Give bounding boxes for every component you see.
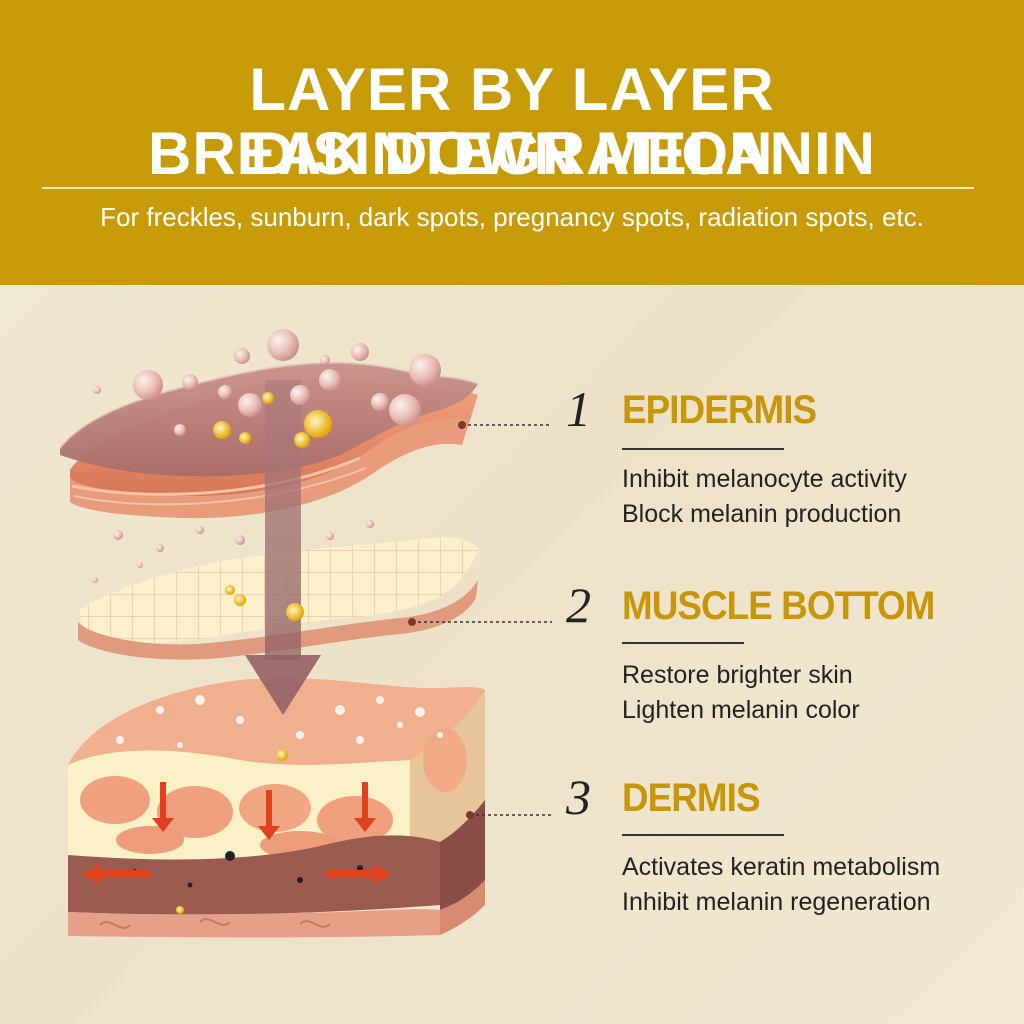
title-line-1: LAYER BY LAYER DISINTEGRATION (249, 56, 775, 187)
layer-2-line-2: Lighten melanin color (622, 696, 860, 724)
layer-1-line-2: Block melanin production (622, 500, 902, 528)
layer-3-line-2: Inhibit melanin regeneration (622, 888, 931, 916)
banner-divider (42, 187, 974, 189)
layer-1-line-1: Inhibit melanocyte activity (622, 465, 907, 493)
layer-2-description: Restore brighter skin Lighten melanin co… (622, 658, 860, 728)
down-arrow-icon (152, 782, 376, 840)
banner-subtitle: For freckles, sunburn, dark spots, pregn… (100, 202, 924, 232)
layer-1-heading: EPIDERMIS (622, 388, 817, 432)
layer-1-underline (622, 448, 784, 450)
layer-1-number: 1 (566, 381, 591, 437)
layer-2-underline (622, 642, 744, 644)
header-banner: LAYER BY LAYER DISINTEGRATION BREAK DOWN… (0, 0, 1024, 285)
layer-2-heading: MUSCLE BOTTOM (622, 584, 935, 628)
title-line-2: BREAK DOWN MELANIN (148, 120, 876, 187)
layer-3-heading: DERMIS (622, 776, 761, 820)
layer-2-line-1: Restore brighter skin (622, 661, 853, 689)
down-arrow-icon (245, 380, 321, 715)
pointer-dot (458, 421, 466, 429)
skin-layers-illustration (59, 329, 552, 938)
pointer-dot (408, 618, 416, 626)
layer-1-description: Inhibit melanocyte activity Block melani… (622, 462, 907, 532)
pointer-dot (466, 811, 474, 819)
leader-lines (412, 424, 552, 816)
layer-3-line-1: Activates keratin metabolism (622, 853, 941, 881)
bubbles (92, 329, 443, 914)
layer-3-underline (622, 834, 784, 836)
dermis-layer (68, 677, 485, 938)
layer-3-description: Activates keratin metabolism Inhibit mel… (622, 850, 940, 920)
layer-2-number: 2 (566, 577, 591, 633)
layer-3-number: 3 (566, 769, 591, 825)
